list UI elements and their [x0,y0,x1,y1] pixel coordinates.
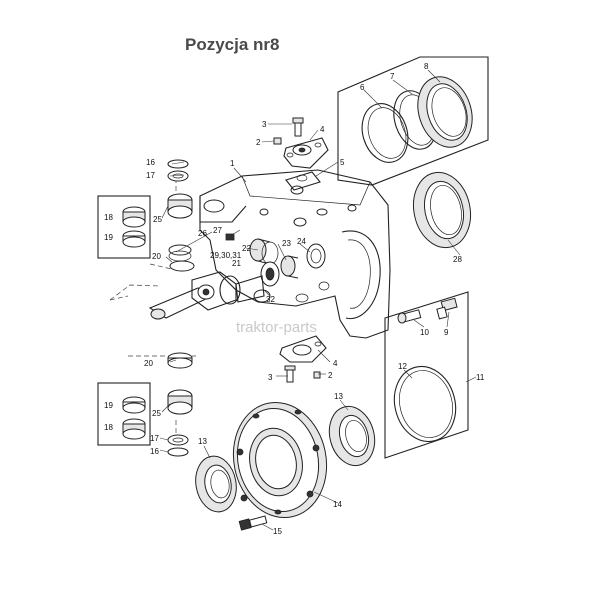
bearing-25-bottom [167,389,193,415]
bearing-box-bottom [97,382,151,446]
bearing-18-bottom [122,418,146,440]
part-label-8: 8 [424,62,429,71]
bushing-21 [260,261,280,287]
washer-20-bottom [167,352,193,369]
race-19-top [122,230,146,248]
nipple-2-bottom [313,371,321,379]
part-label-1: 1 [230,159,235,168]
steering-housing-1 [199,169,391,339]
part-label-21: 21 [232,259,241,268]
part-label-25-bottom: 25 [152,409,161,418]
part-label-19-bottom: 19 [104,401,113,410]
bolt-3-top [292,117,304,137]
seal-13-right [328,405,376,467]
part-label-24: 24 [297,237,306,246]
part-label-27: 27 [213,226,222,235]
part-label-26: 26 [198,229,207,238]
top-kingpin-cap-4 [283,137,329,169]
leader-lines [159,69,477,531]
part-label-12: 12 [398,362,407,371]
part-label-28: 28 [453,255,462,264]
part-label-20-bottom: 20 [144,359,153,368]
washer-20-top [169,260,195,272]
shaft-seal-28 [412,171,472,249]
bushing-23 [280,255,299,279]
part-label-32: 32 [266,295,275,304]
part-label-17-bottom: 17 [150,434,159,443]
grease-nipple-27 [225,233,235,241]
bolt-3-bottom [284,365,296,383]
part-label-9: 9 [444,328,449,337]
ring-26 [168,244,192,262]
part-label-16-bottom: 16 [150,447,159,456]
part-label-11: 11 [476,373,485,382]
bearing-13-left [195,455,237,513]
bottom-kingpin-cap-4 [279,335,327,363]
part-label-18-bottom: 18 [104,423,113,432]
kingpin-5 [285,171,321,191]
part-label-15: 15 [273,527,282,536]
part-label-4: 4 [320,125,325,134]
part-label-18: 18 [104,213,113,222]
part-label-29-30-31: 29,30,31 [210,251,242,260]
part-label-10: 10 [420,328,429,337]
part-label-13-right: 13 [334,392,343,401]
bolt-10 [397,309,422,324]
watermark-text: traktor-parts [236,319,317,336]
part-label-14: 14 [333,500,342,509]
part-label-16: 16 [146,158,155,167]
part-label-13-left: 13 [198,437,207,446]
seal-kit-box [337,56,489,186]
snap-ring-16-bottom [167,447,189,457]
part-label-2: 2 [256,138,261,147]
snap-ring-16-top [167,159,189,169]
race-19-bottom [122,396,146,414]
bearing-25-top [167,193,193,219]
part-label-3: 3 [262,120,267,129]
part-label-2-bottom: 2 [328,371,333,380]
seal-ring-8 [417,76,473,148]
part-label-3-bottom: 3 [268,373,273,382]
bolt-15 [238,515,268,531]
part-label-20: 20 [152,252,161,261]
part-label-19: 19 [104,233,113,242]
part-label-25: 25 [153,215,162,224]
o-ring-12 [393,365,457,443]
bearing-18-top [122,206,146,228]
part-label-7: 7 [390,72,395,81]
bolt-9 [436,297,458,320]
bushing-22 [249,238,279,265]
part-labels: 1 2 3 4 5 6 7 8 28 16 17 18 19 25 26 27 … [104,62,485,536]
seal-ring-6 [361,103,409,163]
part-label-23: 23 [282,239,291,248]
bearing-box-top [97,195,151,259]
ring-kit-box-11 [384,291,469,459]
part-label-22: 22 [242,244,251,253]
part-label-4-bottom: 4 [333,359,338,368]
part-label-6: 6 [360,83,365,92]
diagram-title: Pozycja nr8 [185,35,280,54]
part-label-5: 5 [340,158,345,167]
nipple-2-top [273,137,282,145]
ref-line [109,295,129,301]
ref-line [149,263,177,271]
washer-17-bottom [167,434,189,446]
part-label-17: 17 [146,171,155,180]
drive-shaft-32 [109,271,265,320]
hub-flange-14 [232,401,328,519]
